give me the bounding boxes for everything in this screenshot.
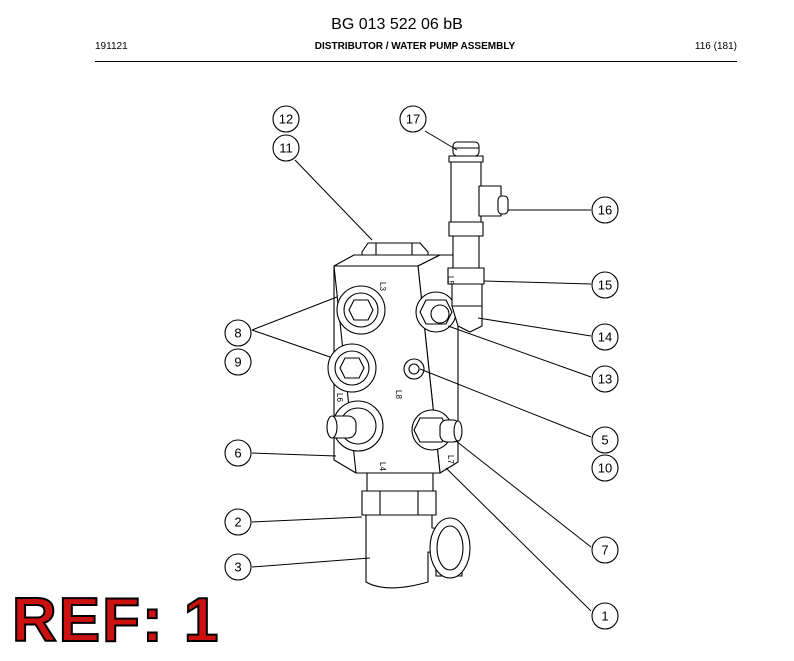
port-label: L5 (446, 276, 455, 285)
callout-number: 1 (601, 609, 608, 624)
callout-number: 13 (598, 372, 612, 387)
callout-circle (224, 508, 252, 536)
callout-number: 3 (234, 560, 241, 575)
callout-circle (591, 365, 619, 393)
callout-circle (591, 602, 619, 630)
bottom-elbow (365, 514, 471, 589)
ref-label: REF: 1 (11, 586, 221, 655)
date-code: 191121 (95, 41, 128, 52)
callout-circle (591, 454, 619, 482)
callout-number: 8 (234, 326, 241, 341)
callout-number: 16 (598, 203, 612, 218)
callout-number: 9 (234, 355, 241, 370)
fitting-lower-left (326, 400, 384, 452)
port-labels: L3 L5 L6 L8 L4 L7 (335, 276, 455, 471)
section-title: DISTRIBUTOR / WATER PUMP ASSEMBLY (314, 41, 516, 52)
callout-circle (399, 105, 427, 133)
callout-number: 5 (601, 433, 608, 448)
callout-number: 6 (234, 446, 241, 461)
leader-lines (251, 130, 592, 612)
plug-middle (327, 343, 377, 393)
callout-number: 15 (598, 278, 612, 293)
callout-circle (224, 553, 252, 581)
callout-number: 2 (234, 515, 241, 530)
callout-number: 14 (598, 330, 612, 345)
callout-number: 12 (279, 112, 293, 127)
callout-circle (224, 348, 252, 376)
callout-number: 17 (406, 112, 420, 127)
plug-small (403, 358, 425, 380)
callout-number: 10 (598, 461, 612, 476)
callout-group: 12 11 17 16 15 14 13 8 9 5 10 6 7 2 3 1 (224, 105, 619, 630)
bottom-coupling (361, 472, 437, 516)
header-rule (95, 61, 737, 62)
callout-number: 11 (279, 141, 293, 156)
callout-circle (591, 323, 619, 351)
callout-circle (591, 426, 619, 454)
pipe-assembly (447, 141, 509, 333)
document-title: BG 013 522 06 bB (331, 16, 463, 33)
callout-circle (591, 536, 619, 564)
fitting-upper-right (415, 291, 457, 333)
port-label: L3 (378, 282, 387, 291)
callout-circle (272, 105, 300, 133)
callout-circle (591, 271, 619, 299)
port-label: L7 (446, 455, 455, 464)
callout-circle (224, 439, 252, 467)
port-label: L4 (378, 462, 387, 471)
callout-circle (272, 134, 300, 162)
callout-number: 7 (601, 543, 608, 558)
callout-circle (591, 196, 619, 224)
callout-circle (224, 319, 252, 347)
fitting-lower-right (411, 409, 463, 451)
page-indicator: 116 (181) (694, 41, 737, 52)
port-label: L6 (335, 393, 344, 402)
plug-upper (336, 285, 386, 335)
port-label: L8 (394, 390, 403, 399)
